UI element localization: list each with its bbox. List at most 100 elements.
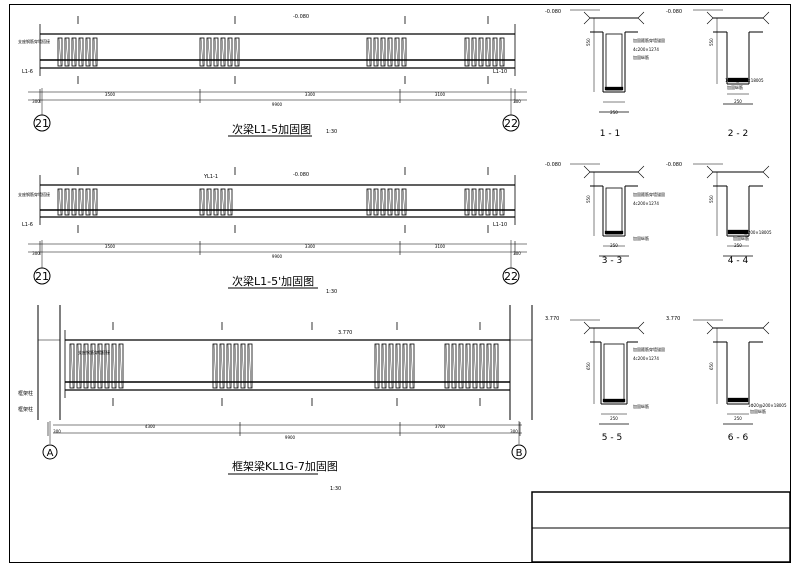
stirrup [388,343,394,389]
stirrup-hatch [248,343,252,389]
stirrup-hatch [79,37,83,67]
stirrup [227,188,233,216]
stirrup-hatch [70,343,74,389]
section-note: 加固箍筋穿墙锚固 [633,346,665,352]
section-4-bottom-plate [727,229,749,235]
section-dim: 250 [610,243,618,248]
stirrup-hatch [480,343,484,389]
stirrup-hatch [381,188,385,216]
beam-tag-right: L1-10 [493,69,507,75]
stirrup-hatch [91,343,95,389]
stirrup-hatch [388,188,392,216]
stirrup-hatch [375,343,379,389]
stirrup-hatch [200,188,204,216]
section-note: 1Φ20@200×18005 [733,230,772,235]
stirrup-hatch [486,188,490,216]
stirrup [381,343,387,389]
dim-span-1: 3500 [105,244,116,249]
stirrup [451,343,457,389]
section-dim: 550 [586,195,591,203]
stirrup [57,37,63,67]
stirrup [206,188,212,216]
dim-span-1: 3500 [105,92,116,97]
stirrup-hatch [77,343,81,389]
column-tag-1: 框架柱 [18,390,33,397]
section-note: 加固纵筋 [633,54,649,60]
level-mark: -0.080 [293,172,309,178]
section-label: 3 - 3 [602,256,622,266]
stirrup [240,343,246,389]
section-level: 3.770 [666,316,680,322]
dim-overall: 9900 [272,254,283,259]
stirrup [199,37,205,67]
stirrup-hatch [93,188,97,216]
title-block [531,491,791,563]
stirrup [78,37,84,67]
section-dim: 550 [709,195,714,203]
section-dim: 250 [734,243,742,248]
section-level: -0.080 [666,9,682,15]
stirrup [458,343,464,389]
stirrup-hatch [72,188,76,216]
stirrup [493,343,499,389]
axis-bubble-right [502,114,520,132]
stirrup [366,37,372,67]
section-dim: 650 [586,362,591,370]
stirrup-hatch [207,37,211,67]
dim-end-left: 300 [32,99,40,104]
stirrup-hatch [65,37,69,67]
stirrup [71,188,77,216]
stirrup-hatch [213,343,217,389]
stirrup-hatch [374,37,378,67]
section-1-bottom-bars [604,86,624,91]
section-note: 加固纵筋 [633,235,649,241]
stirrup [492,188,498,216]
stirrup [464,37,470,67]
stirrup [226,343,232,389]
stirrup [247,343,253,389]
stirrup-hatch [58,188,62,216]
stirrup-hatch [452,343,456,389]
stirrup-hatch [479,37,483,67]
beam-elevation-2: 21 22 次梁L1-5'加固图 1:30 -0.080 L1-6 L1-10 … [18,167,527,295]
stirrup [220,188,226,216]
stirrup-hatch [58,37,62,67]
section-5-break-mark [583,321,591,335]
stirrup-hatch [79,188,83,216]
stirrup [212,343,218,389]
stirrup-hatch [98,343,102,389]
section-dim: 550 [586,38,591,46]
section-note: 加固箍筋穿墙锚固 [633,191,665,197]
stirrup-hatch [466,343,470,389]
beam-tag-right: L1-10 [493,222,507,228]
stirrup-hatch [234,343,238,389]
stirrup [373,37,379,67]
stirrup-hatch [86,37,90,67]
axis-label-left: 21 [35,117,49,130]
stirrup-hatch [228,188,232,216]
section-note: 加固纵筋 [750,408,766,414]
section-note: 1Φ20@200×18005 [748,403,787,408]
drawing-scale: 1:30 [330,486,341,492]
stirrup [464,188,470,216]
axis-bubble-right [502,267,520,285]
stirrup-hatch [389,343,393,389]
stirrup-hatch [84,343,88,389]
section-dim: 250 [734,416,742,421]
stirrup [199,188,205,216]
stirrup [366,188,372,216]
stirrup-hatch [72,37,76,67]
axis-bubble-left [33,114,51,132]
stirrup [380,37,386,67]
stirrup [387,188,393,216]
drawing-scale: 1:30 [326,129,337,135]
stirrup-hatch [500,37,504,67]
stirrup [111,343,117,389]
stirrup [206,37,212,67]
section-dim: 650 [709,362,714,370]
section-2-bottom-plate [727,77,749,83]
stirrup [85,37,91,67]
section-note: 4c200×1274 [633,356,659,361]
stirrup-hatch [221,188,225,216]
side-note: 支座钢筋穿墙搭接 [18,191,50,197]
